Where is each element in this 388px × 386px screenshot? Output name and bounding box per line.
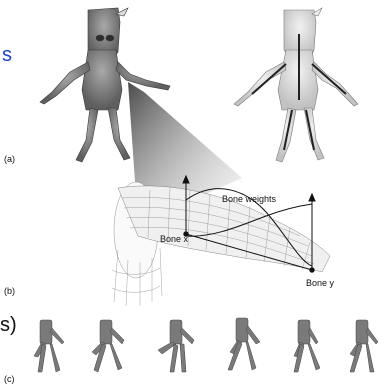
walk-frame: [34, 320, 64, 372]
walk-frame: [228, 318, 260, 370]
bone-x-label: Bone x: [160, 234, 188, 244]
skeleton-bones: [252, 34, 346, 150]
walk-frame: [158, 320, 194, 372]
bone-weights-label: Bone weights: [222, 194, 276, 204]
walk-frame: [294, 320, 320, 372]
creature-skeleton: [234, 8, 358, 162]
walk-cycle-sequence: [34, 318, 378, 372]
walk-frame: [350, 320, 378, 372]
walk-frame: [92, 320, 124, 372]
bone-y-label: Bone y: [306, 278, 334, 288]
